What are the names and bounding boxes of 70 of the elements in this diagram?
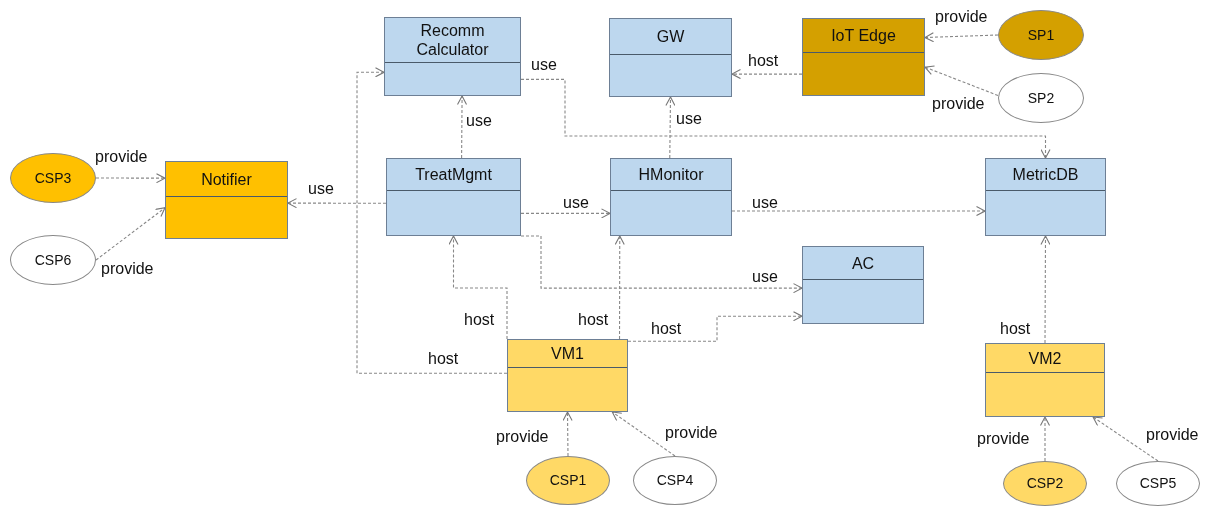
provider-name: CSP6 (34, 250, 72, 270)
edge-label: use (676, 110, 702, 128)
class-name: Notifier (201, 169, 252, 189)
provider-name: CSP5 (1139, 474, 1177, 493)
dashed-arrow (1040, 235, 1051, 344)
class-box (610, 158, 732, 236)
dashed-arrow (665, 96, 676, 159)
dashed-arrow (731, 206, 986, 217)
edge-label: use (752, 194, 778, 212)
dashed-arrow (731, 69, 803, 80)
edge-label: host (464, 311, 495, 329)
edge-label: host (578, 311, 609, 329)
edge-label: provide (977, 430, 1030, 448)
edge-label: provide (932, 95, 985, 113)
dashed-arrow (562, 411, 573, 457)
edge-label: host (748, 52, 779, 70)
provider-name: CSP2 (1026, 474, 1064, 493)
class-box (165, 161, 288, 239)
edge-label: use (308, 180, 334, 198)
class-box (802, 18, 925, 96)
edge-label: provide (101, 260, 154, 278)
dashed-arrow (924, 32, 999, 43)
edge-label: provide (665, 424, 718, 442)
dashed-arrow (520, 78, 1051, 159)
dashed-arrow (520, 208, 611, 219)
dashed-arrow (448, 235, 508, 340)
provider-name: CSP3 (34, 168, 72, 188)
dashed-arrow (611, 411, 676, 457)
dashed-arrow (356, 67, 508, 374)
edge-label: provide (496, 428, 549, 446)
provider-name: SP1 (1027, 25, 1055, 45)
class-box (507, 339, 628, 412)
provider-name: CSP1 (549, 471, 587, 490)
class-name: MetricDB (1012, 165, 1079, 184)
class-name: GW (656, 27, 685, 46)
edge-label: provide (95, 148, 148, 166)
class-name: HMonitor (638, 165, 704, 184)
dashed-arrow (1039, 416, 1051, 462)
class-box (985, 343, 1105, 417)
dashed-arrow (287, 198, 387, 209)
edge-label: host (1000, 320, 1031, 338)
dashed-arrow (520, 235, 803, 294)
class-name: VM1 (551, 344, 584, 363)
edge-label: use (563, 194, 589, 212)
class-name: Recomm Calculator (415, 21, 490, 59)
dashed-arrow (95, 173, 166, 184)
edge-label: host (651, 320, 682, 338)
class-name: IoT Edge (831, 26, 896, 45)
class-box (609, 18, 732, 97)
class-name: TreatMgmt (415, 165, 492, 184)
edge-label: use (531, 56, 557, 74)
edge-label: host (428, 350, 459, 368)
dashed-arrow (95, 207, 166, 261)
class-box (384, 17, 521, 96)
class-name: VM2 (1028, 348, 1062, 368)
class-box (985, 158, 1106, 236)
provider-name: SP2 (1027, 88, 1055, 108)
edge-label: provide (935, 8, 988, 26)
dashed-arrow (614, 235, 625, 340)
dashed-arrow (924, 65, 999, 97)
dashed-arrow (1092, 416, 1159, 462)
provider-name: CSP4 (656, 471, 694, 490)
class-name: AC (851, 253, 875, 273)
edge-label: use (466, 112, 492, 130)
dashed-arrow (456, 95, 468, 159)
dashed-arrow (627, 311, 803, 342)
edge-label: provide (1146, 426, 1199, 444)
edge-label: use (752, 268, 778, 286)
class-box (802, 246, 924, 324)
class-box (386, 158, 521, 236)
